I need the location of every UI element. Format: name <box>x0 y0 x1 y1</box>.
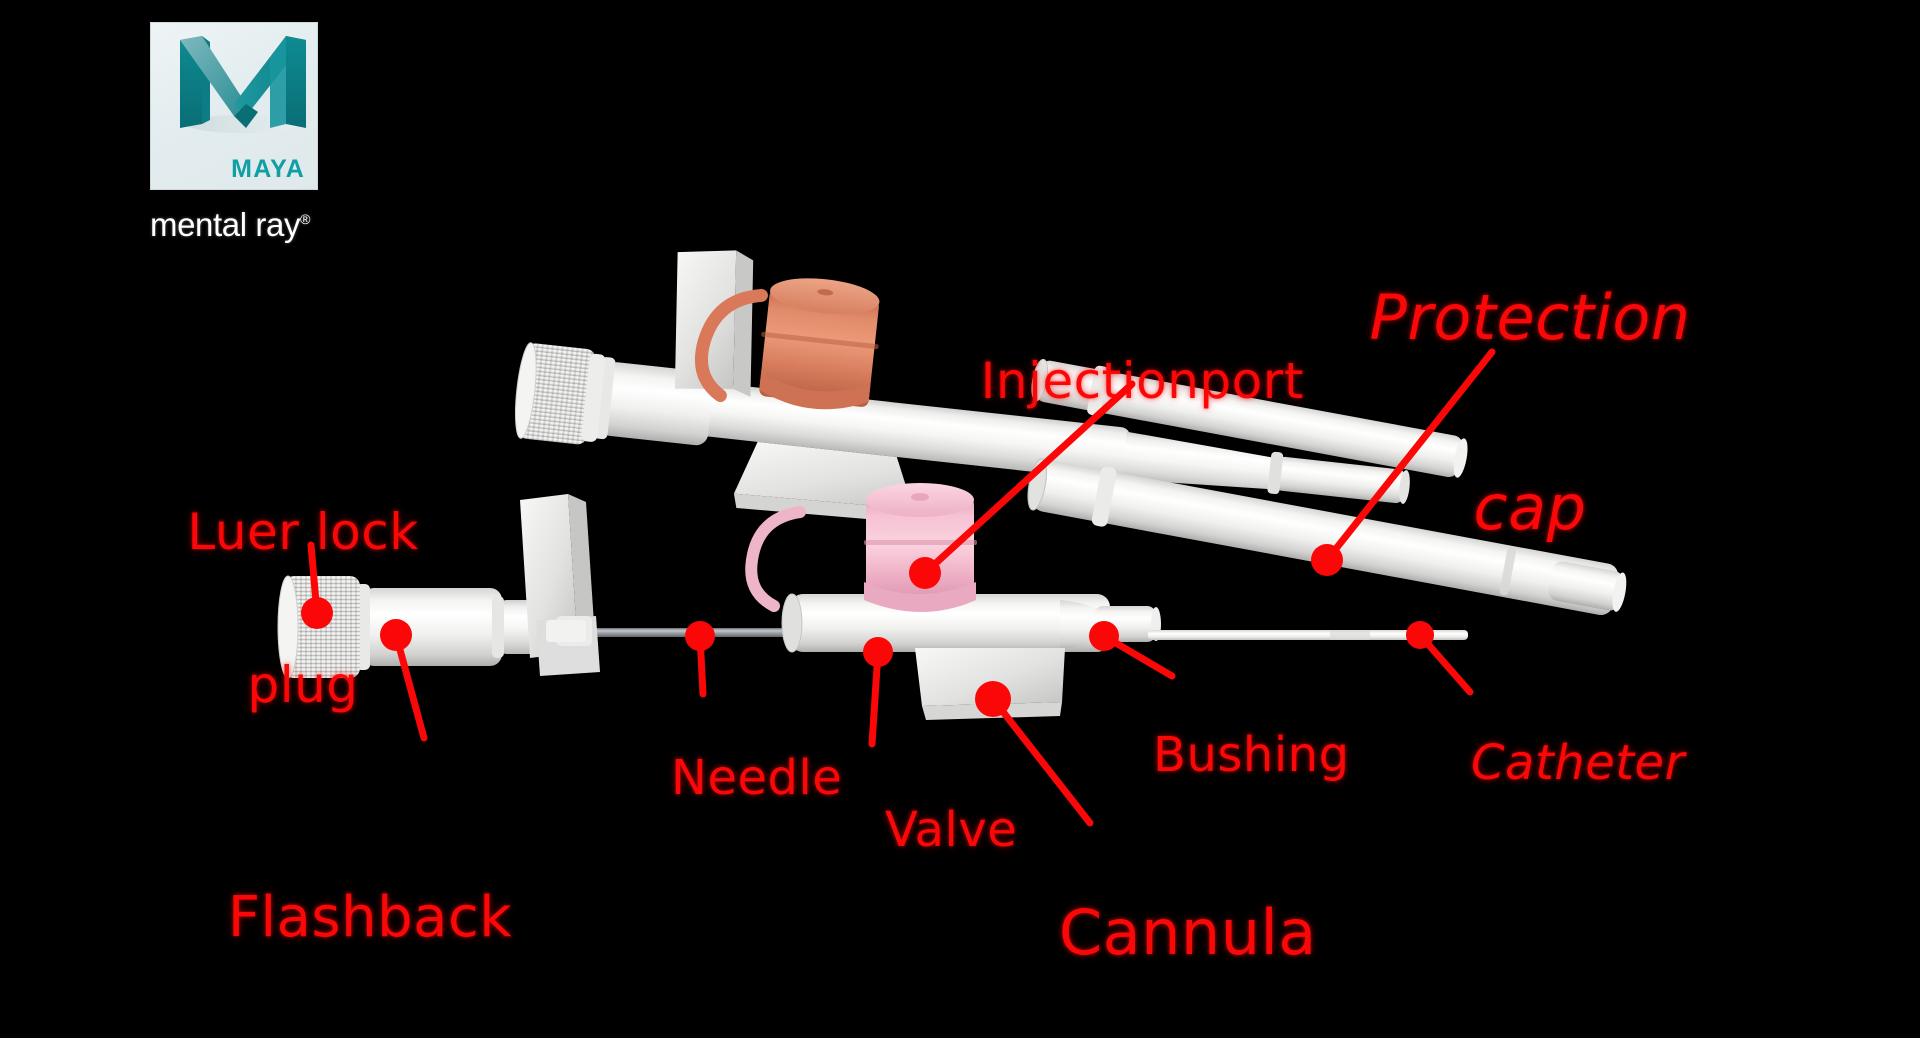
label-protection-cap-line1: Protection <box>1369 281 1691 355</box>
leader-protection-cap <box>1323 348 1496 564</box>
luer-lock-plug-face <box>277 575 299 679</box>
needle-wing-plate-edge <box>568 494 596 654</box>
injection-port-top <box>770 278 880 315</box>
label-cannula: Cannula <box>978 838 1317 1028</box>
protection-cap-1-open-end <box>1031 358 1049 402</box>
mental-ray-wordmark: mental ray® <box>150 206 350 244</box>
leader-injectionport <box>921 380 1136 577</box>
maya-mental-ray-logo: MAYA mental ray® <box>150 22 350 244</box>
valve-base-flange <box>864 582 976 612</box>
mental-ray-label: mental ray <box>150 206 301 243</box>
label-injectionport-text: Injectionport <box>980 352 1304 410</box>
cannula-body <box>790 594 1110 652</box>
cannula-finger-flange <box>915 648 1065 706</box>
label-needle: Needle <box>608 705 842 852</box>
valve-top-dimple <box>911 493 929 501</box>
label-flashback-chamber-line1: Flashback <box>227 885 513 951</box>
protection-cap-2-tipsec <box>1548 561 1624 611</box>
label-protection-cap: Protection cap <box>1320 160 1740 666</box>
label-valve-text: Valve <box>885 801 1018 858</box>
label-bushing-text: Bushing <box>1153 726 1350 783</box>
protection-cap-2-seam <box>1499 547 1516 596</box>
leader-cannula <box>989 695 1094 827</box>
catheter <box>1148 630 1468 640</box>
upper-luer-cap <box>517 343 596 445</box>
valve-injection-port <box>745 483 977 612</box>
label-catheter: Catheter <box>1408 690 1685 837</box>
dot-valve <box>863 637 893 667</box>
protection-cap-1-body <box>1035 360 1463 478</box>
dot-needle <box>685 621 715 651</box>
valve-strap <box>745 506 806 612</box>
needle-shaft <box>575 628 785 637</box>
injection-port-body <box>759 289 879 407</box>
dot-flashback-chamber <box>380 619 412 651</box>
label-protection-cap-line2: cap <box>1473 471 1587 545</box>
dot-protection-cap <box>1311 544 1343 576</box>
label-needle-text: Needle <box>671 749 843 806</box>
dot-injectionport <box>909 557 941 589</box>
label-catheter-text: Catheter <box>1471 734 1685 791</box>
dot-catheter <box>1406 621 1434 649</box>
injection-port-upper <box>695 278 880 410</box>
upper-barrel <box>689 381 1131 481</box>
catheter-seam <box>1330 630 1370 640</box>
valve-body <box>866 498 974 602</box>
cannula-rear-opening <box>781 593 803 653</box>
dot-bushing <box>1089 621 1119 651</box>
protection-cap-2-body <box>1032 460 1619 616</box>
needle-hub-collar <box>546 620 586 642</box>
callout-dots <box>301 544 1434 717</box>
protection-cap-tube-2 <box>1027 458 1627 616</box>
protection-cap-1-tip <box>1453 438 1468 478</box>
leader-flashback-chamber <box>392 631 428 742</box>
label-valve: Valve <box>822 757 1017 904</box>
injection-port-top-dimple <box>817 289 834 296</box>
upper-barrel-ring <box>1267 451 1284 495</box>
upper-front-tip <box>1399 470 1410 504</box>
upper-assembly <box>514 250 1410 523</box>
dot-luer-lock-plug <box>301 597 333 629</box>
injection-port-seam <box>761 331 879 350</box>
upper-luer-collar <box>581 353 606 442</box>
protection-caps-group <box>1027 358 1627 616</box>
upper-wing-plate <box>674 250 737 389</box>
maya-wordmark: MAYA <box>231 155 305 183</box>
upper-luer-cap-face <box>514 342 537 439</box>
label-injectionport: Injectionport <box>915 305 1304 458</box>
leader-valve <box>868 648 882 748</box>
injection-port-strap <box>695 288 768 403</box>
label-bushing: Bushing <box>1090 682 1350 829</box>
registered-mark: ® <box>300 211 310 227</box>
upper-front-tube <box>1274 456 1406 504</box>
dot-cannula <box>975 681 1011 717</box>
valve-seam <box>864 540 977 545</box>
maya-m-icon <box>150 24 318 146</box>
label-cannula-text: Cannula <box>1058 896 1317 970</box>
label-luer-lock-plug: Luer lock plug <box>163 405 443 813</box>
flashback-neck-ring <box>492 596 504 658</box>
protection-cap-2-tip <box>1612 572 1627 612</box>
maya-badge: MAYA <box>150 22 318 190</box>
cannula-group <box>745 483 1161 720</box>
protection-cap-1-ring <box>1087 365 1109 416</box>
protection-cap-tube-1 <box>1031 358 1468 478</box>
label-luer-lock-plug-line2: plug <box>247 656 359 714</box>
label-luer-lock-plug-line1: Luer lock <box>187 503 419 561</box>
upper-barrel-taper <box>1121 431 1289 491</box>
protection-cap-2-ring <box>1091 466 1117 527</box>
upper-wing-plate-edge <box>733 250 754 397</box>
label-flashback-chamber: Flashback chamber <box>180 775 560 1038</box>
upper-finger-tab <box>733 441 914 510</box>
injection-port-base-flange <box>759 371 871 410</box>
